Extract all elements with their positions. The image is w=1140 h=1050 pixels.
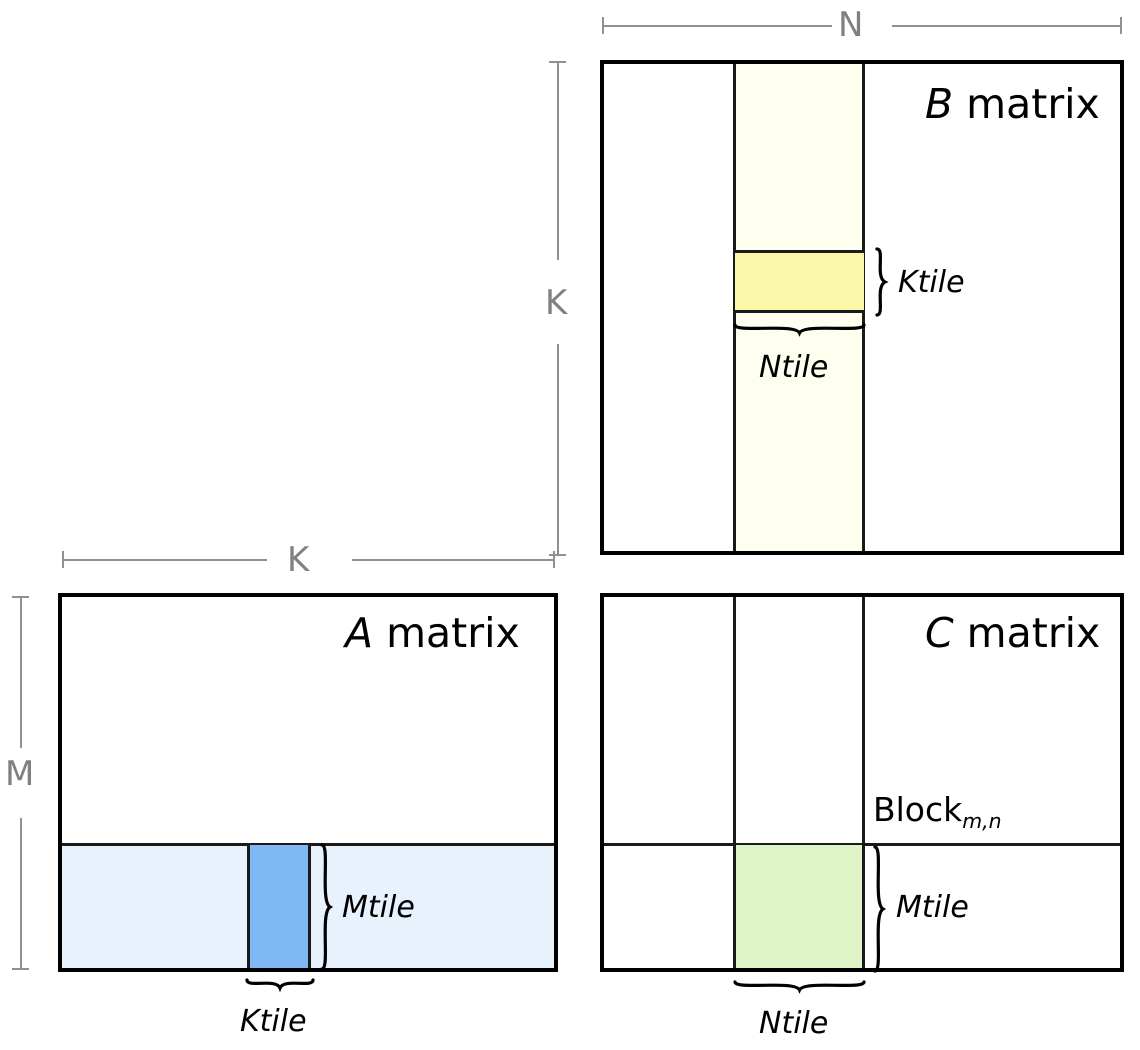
dimension-k-vertical-label: K	[545, 283, 568, 323]
b-matrix-outline	[600, 60, 1124, 555]
a-matrix-label: A matrix	[345, 613, 520, 654]
c-matrix-block-label-sub: m,n	[962, 808, 1002, 833]
a-matrix-ktile-label: Ktile	[240, 1004, 307, 1039]
c-matrix-ntile-label: Ntile	[759, 1006, 829, 1041]
dimension-k-horizontal-label: K	[287, 540, 310, 580]
a-matrix-outline	[58, 593, 558, 972]
b-matrix-label-rest: matrix	[953, 80, 1100, 128]
c-matrix-block-tile	[735, 845, 864, 970]
dimension-k-horizontal-rule-left	[62, 559, 267, 561]
dimension-m-rule-top	[20, 596, 22, 748]
dimension-m-tick-bottom	[12, 968, 29, 970]
c-matrix-block-label-base: Block	[873, 790, 963, 829]
a-matrix-label-rest: matrix	[373, 609, 520, 657]
dimension-n-tick-right	[1120, 17, 1122, 34]
b-matrix-ktile-tile	[735, 250, 864, 313]
dimension-n-label: N	[838, 5, 864, 45]
dimension-k-vertical-tick-bottom	[549, 554, 566, 556]
dimension-n-rule-right	[892, 25, 1122, 27]
c-matrix-outline	[600, 593, 1124, 972]
dimension-k-horizontal-rule-right	[352, 559, 554, 561]
dimension-n-rule-left	[602, 25, 832, 27]
a-matrix-divider-row	[62, 843, 554, 846]
b-matrix-ktile-label: Ktile	[898, 265, 965, 300]
c-matrix-divider-row	[602, 843, 1124, 846]
b-matrix-label-italic: B	[925, 80, 954, 128]
dimension-k-vertical-rule-bottom	[557, 344, 559, 556]
c-matrix-divider-left	[733, 595, 736, 970]
dimension-k-vertical-rule-top	[557, 61, 559, 260]
b-matrix-ntile-brace	[733, 320, 866, 344]
a-matrix-ktile-tile	[247, 845, 311, 968]
a-matrix-mtile-brace	[317, 843, 341, 971]
c-matrix-divider-left-lower	[733, 845, 736, 970]
a-matrix-label-italic: A	[345, 609, 374, 657]
a-matrix-ktile-brace	[245, 975, 315, 999]
c-matrix-divider-right	[862, 595, 865, 970]
b-matrix-ktile-brace	[872, 247, 896, 317]
c-matrix-label-italic: C	[925, 609, 954, 657]
c-matrix-block-label: Blockm,n	[873, 790, 1002, 831]
c-matrix-label-rest: matrix	[953, 609, 1101, 657]
c-matrix-label: C matrix	[925, 613, 1100, 654]
dimension-m-rule-bottom	[20, 818, 22, 970]
c-matrix-ntile-brace	[733, 977, 866, 1001]
a-matrix-mtile-label: Mtile	[342, 890, 415, 925]
b-matrix-ntile-label: Ntile	[759, 350, 829, 385]
b-matrix-divider-left	[733, 62, 736, 553]
c-matrix-divider-right-lower	[862, 845, 865, 970]
b-matrix-label: B matrix	[925, 84, 1100, 125]
dimension-m-label: M	[5, 754, 35, 794]
c-matrix-mtile-label: Mtile	[896, 890, 969, 925]
c-matrix-mtile-brace	[870, 845, 894, 973]
dimension-k-horizontal-tick-right	[553, 551, 555, 568]
